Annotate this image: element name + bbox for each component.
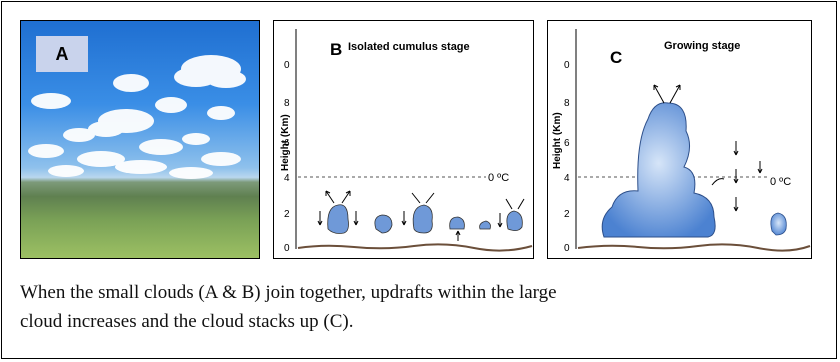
tick-label-4: 4 xyxy=(564,173,570,184)
tick-label-8: 8 xyxy=(564,98,570,109)
tick-label-0: 0 xyxy=(284,243,290,254)
panel-c-diagram: 0 8 6 4 2 0 Height (Km) C Growing stage … xyxy=(547,20,812,259)
tick-label-6: 6 xyxy=(564,138,570,149)
tick-label-4: 4 xyxy=(284,173,290,184)
ground-line xyxy=(297,243,533,252)
caption-line-2: cloud increases and the cloud stacks up … xyxy=(20,311,354,332)
tick-label-0: 0 xyxy=(564,243,570,254)
panel-a-photo: A xyxy=(20,20,260,259)
freezing-level-label: 0 ºC xyxy=(488,172,509,184)
ground-line xyxy=(577,243,811,252)
tick-label-6: 6 xyxy=(284,138,290,149)
tick-label-2: 2 xyxy=(564,209,570,220)
panel-b-diagram: 0 8 6 4 2 0 Height (Km) B Isolated cumul… xyxy=(273,20,534,259)
tick-label-8: 8 xyxy=(284,98,290,109)
tick-label-2: 2 xyxy=(284,209,290,220)
figure-caption: When the small clouds (A & B) join toget… xyxy=(20,278,820,336)
caption-line-1: When the small clouds (A & B) join toget… xyxy=(20,282,557,303)
tick-label-top: 0 xyxy=(284,60,290,71)
panel-b-title: Isolated cumulus stage xyxy=(348,41,470,53)
updraft-arrows xyxy=(653,84,763,212)
panel-b-label: B xyxy=(330,40,342,59)
panel-a-label: A xyxy=(36,36,88,72)
small-cumulus-clouds xyxy=(327,204,523,234)
cumulus-clouds-illustration xyxy=(28,55,246,179)
panel-c-title: Growing stage xyxy=(664,40,740,52)
axis-label-height: Height (Km) xyxy=(552,112,563,169)
updraft-arrows xyxy=(317,190,525,241)
axis-label-height: Height (Km) xyxy=(280,114,291,171)
tick-label-top: 0 xyxy=(564,60,570,71)
small-cumulus-cloud xyxy=(770,212,787,236)
panel-c-label: C xyxy=(610,48,622,67)
large-cumulus-cloud xyxy=(601,102,716,238)
freezing-level-label: 0 ºC xyxy=(770,176,791,188)
